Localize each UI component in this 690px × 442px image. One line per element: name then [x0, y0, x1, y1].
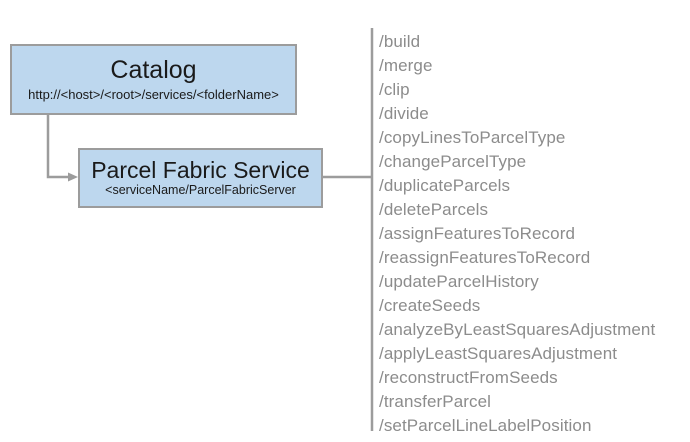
operation-item[interactable]: /setParcelLineLabelPosition: [379, 416, 592, 435]
operations-list: /build/merge/clip/divide/copyLinesToParc…: [379, 30, 684, 438]
operation-item[interactable]: /analyzeByLeastSquaresAdjustment: [379, 320, 656, 339]
service-node-title: Parcel Fabric Service: [91, 157, 310, 184]
catalog-node[interactable]: Catalog http://<host>/<root>/services/<f…: [10, 44, 297, 115]
service-node-path: <serviceName/ParcelFabricServer: [105, 183, 296, 198]
operation-item[interactable]: /assignFeaturesToRecord: [379, 224, 576, 243]
operation-item[interactable]: /reassignFeaturesToRecord: [379, 248, 591, 267]
operation-item[interactable]: /duplicateParcels: [379, 176, 511, 195]
catalog-node-title: Catalog: [110, 55, 197, 84]
connector-arrowhead-icon: [68, 172, 78, 182]
operation-item[interactable]: /reconstructFromSeeds: [379, 368, 558, 387]
operation-item[interactable]: /merge: [379, 56, 433, 75]
operation-item[interactable]: /changeParcelType: [379, 152, 527, 171]
connector-catalog-to-service: [46, 115, 72, 179]
parcel-fabric-service-node[interactable]: Parcel Fabric Service <serviceName/Parce…: [78, 148, 323, 208]
operation-item[interactable]: /clip: [379, 80, 410, 99]
operation-item[interactable]: /applyLeastSquaresAdjustment: [379, 344, 618, 363]
operation-item[interactable]: /createSeeds: [379, 296, 481, 315]
operation-item[interactable]: /updateParcelHistory: [379, 272, 539, 291]
operation-item[interactable]: /deleteParcels: [379, 200, 489, 219]
operation-item[interactable]: /divide: [379, 104, 429, 123]
catalog-node-url: http://<host>/<root>/services/<folderNam…: [28, 86, 279, 102]
operation-item[interactable]: /build: [379, 32, 421, 51]
operation-item[interactable]: /transferParcel: [379, 392, 492, 411]
operation-item[interactable]: /copyLinesToParcelType: [379, 128, 566, 147]
